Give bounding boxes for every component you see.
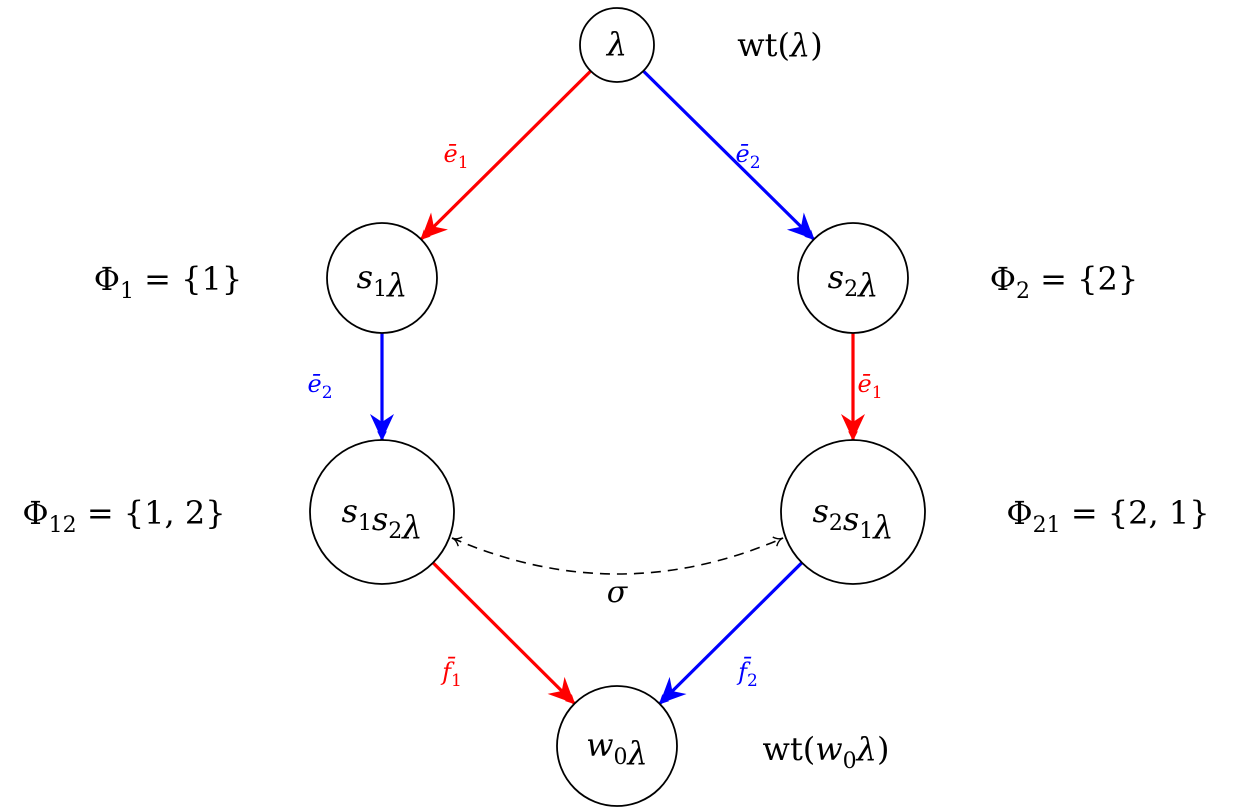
edge-label-lambda-to-s1lambda: ē1 <box>443 140 468 173</box>
node-circle <box>780 439 926 585</box>
labels-layer: ē1 ē2 ē2 ē1 f̄1 f̄2 σ wt(λ) Φ1 = {1} Φ2 = {2} Φ12 … <box>22 26 1209 774</box>
node-s1lambda: s1λ <box>326 222 438 334</box>
node-circle <box>326 222 438 334</box>
node-label: s1λ <box>357 258 408 304</box>
edge-s1s2lambda-to-w0lambda <box>431 561 576 705</box>
arrowhead-s1lambda-to-s1s2lambda <box>370 414 394 440</box>
edge-label-s2lambda-to-s2s1lambda: ē1 <box>857 370 882 403</box>
node-label: w0λ <box>586 726 648 772</box>
arrowhead-s2s1lambda-to-w0lambda <box>659 676 687 704</box>
node-label: s2λ <box>828 258 879 304</box>
node-circle <box>309 439 455 585</box>
node-circle <box>797 222 909 334</box>
phi-1-label: Φ1 = {1} <box>94 260 242 304</box>
weight-label-top: wt(λ) <box>737 26 823 64</box>
sigma-bidirectional-edge <box>451 536 784 575</box>
phi-12-label: Φ12 = {1, 2} <box>22 494 225 538</box>
phi-2-label: Φ2 = {2} <box>990 260 1138 304</box>
arrowhead-s2lambda-to-s2s1lambda <box>841 414 865 440</box>
edge-lambda-to-s1lambda <box>419 69 592 241</box>
node-label: λ <box>605 25 627 63</box>
node-s1s2lambda: s1s2λ <box>309 439 455 585</box>
nodes-layer: λ s1λ s2λ s1s2λ s2s1λ w0λ <box>309 7 926 807</box>
phi-21-label: Φ21 = {2, 1} <box>1006 494 1209 538</box>
node-s2lambda: s2λ <box>797 222 909 334</box>
edge-label-s1s2lambda-to-w0lambda: f̄1 <box>440 657 462 691</box>
edges-layer <box>370 69 865 705</box>
node-circle <box>579 7 655 83</box>
node-s2s1lambda: s2s1λ <box>780 439 926 585</box>
edge-label-s1lambda-to-s1s2lambda: ē2 <box>307 370 332 403</box>
node-label: s2s1λ <box>812 492 893 546</box>
sigma-label: σ <box>607 575 629 610</box>
node-circle <box>556 685 678 807</box>
arrowhead-lambda-to-s1lambda <box>421 212 448 240</box>
edge-lambda-to-s2lambda <box>642 69 815 241</box>
node-lambda: λ <box>579 7 655 83</box>
node-w0lambda: w0λ <box>556 685 678 807</box>
edge-s2s1lambda-to-w0lambda <box>658 561 803 705</box>
weight-label-bottom: wt(w0λ) <box>763 730 890 774</box>
edge-label-s2s1lambda-to-w0lambda: f̄2 <box>736 657 758 691</box>
arrowhead-lambda-to-s2lambda <box>786 212 814 240</box>
edge-label-lambda-to-s2lambda: ē2 <box>735 140 760 173</box>
node-label: s1s2λ <box>341 492 422 546</box>
arrowhead-s1s2lambda-to-w0lambda <box>547 676 575 704</box>
